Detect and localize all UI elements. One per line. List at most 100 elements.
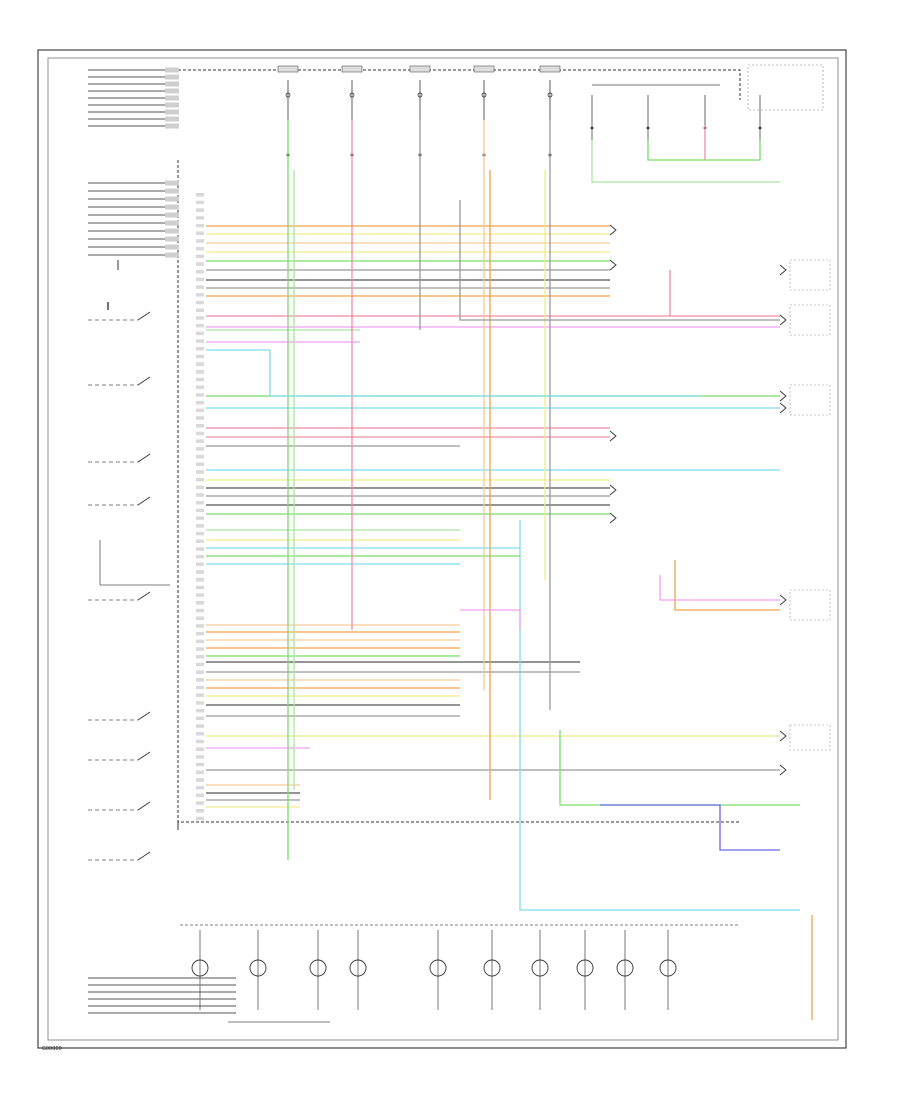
indicator-lamp-icon [349, 959, 367, 977]
harness-pin [165, 95, 179, 101]
pin-marker [196, 601, 204, 605]
pin-marker [196, 439, 204, 443]
pin-marker [196, 393, 204, 397]
pin-marker [196, 593, 204, 597]
pin-marker [196, 608, 204, 613]
pin-marker [196, 485, 204, 490]
pin-marker [196, 408, 204, 413]
pin-marker [196, 747, 204, 751]
harness-pin [165, 244, 179, 250]
harness-pin [165, 102, 179, 108]
relay-dot [758, 126, 762, 130]
pin-marker [196, 778, 204, 782]
inner-frame [47, 57, 839, 1041]
connector-terminal [609, 259, 617, 271]
pin-marker [196, 762, 204, 767]
pin-marker [196, 208, 204, 212]
pin-marker [196, 708, 204, 713]
switch-contact [137, 376, 151, 386]
pin-marker [196, 447, 204, 451]
connector-terminal [609, 430, 617, 442]
connector-terminal [609, 224, 617, 236]
pin-marker [196, 785, 204, 790]
indicator-lamp-icon [429, 959, 447, 977]
connector-terminal [779, 730, 787, 742]
harness-pin [165, 88, 179, 94]
pin-marker [196, 793, 204, 798]
harness-pin [165, 74, 179, 80]
indicator-lamp-icon [249, 959, 267, 977]
switch-contact [137, 851, 151, 861]
fuse-label-box [277, 65, 299, 73]
left-harness [88, 67, 236, 1014]
switch-contact [137, 711, 151, 721]
pin-marker [196, 477, 204, 482]
pin-marker [196, 547, 204, 551]
pin-marker [196, 470, 204, 474]
fuse-block-outline [178, 69, 741, 100]
pin-marker [196, 254, 204, 259]
switch-contact [137, 311, 151, 321]
pin-marker [196, 347, 204, 351]
pin-marker [196, 685, 204, 690]
pin-marker [196, 285, 204, 289]
pin-marker [196, 223, 204, 228]
pin-marker [196, 416, 204, 420]
indicator-lamp-icon [309, 959, 327, 977]
magenta-run-wire [460, 609, 521, 630]
harness-pin [165, 252, 179, 258]
pin-marker [196, 562, 204, 567]
pin-marker [196, 362, 204, 366]
pin-marker [196, 816, 204, 821]
switch-contact [137, 751, 151, 761]
pin-marker [196, 339, 204, 343]
pin-marker [196, 316, 204, 320]
pin-marker [196, 501, 204, 505]
blue-run-wire [600, 804, 780, 851]
harness-pin [165, 116, 179, 122]
pin-marker [196, 331, 204, 336]
pin-marker [196, 655, 204, 659]
relay-dot [590, 126, 594, 130]
pin-marker [196, 246, 204, 251]
pin-marker [196, 739, 204, 744]
harness-pin [165, 67, 179, 73]
switch-contact [137, 801, 151, 811]
component-box [789, 384, 831, 416]
pin-marker [196, 300, 204, 305]
pin-marker [196, 431, 204, 436]
pin-marker [196, 639, 204, 644]
harness-pin [165, 180, 179, 186]
relay-run-wire [647, 140, 761, 161]
pin-marker [196, 670, 204, 674]
component-box [789, 259, 831, 291]
pin-marker [196, 231, 204, 235]
pin-marker [196, 531, 204, 536]
pin-marker [196, 647, 204, 651]
harness-pin [165, 236, 179, 242]
pin-marker [196, 200, 204, 205]
indicator-lamp-icon [659, 959, 677, 977]
switch-contact [137, 496, 151, 506]
pin-marker [196, 424, 204, 428]
switch-contact [137, 591, 151, 601]
connector-terminal [779, 594, 787, 606]
relay-run-wire [591, 140, 780, 183]
pin-marker [196, 631, 204, 636]
pin-marker [196, 678, 204, 682]
component-box [789, 589, 831, 621]
connector-terminal [779, 314, 787, 326]
fuse-label-box [473, 65, 495, 73]
harness-pin [165, 109, 179, 115]
pin-marker [196, 277, 204, 282]
harness-pin [165, 188, 179, 194]
indicator-lamp-icon [483, 959, 501, 977]
pin-marker [196, 732, 204, 736]
connector-terminal [609, 512, 617, 524]
harness-pin [165, 81, 179, 87]
pin-marker [196, 516, 204, 520]
right-components [609, 224, 831, 776]
harness-pin [165, 212, 179, 218]
magenta-branch-wire [659, 575, 780, 601]
